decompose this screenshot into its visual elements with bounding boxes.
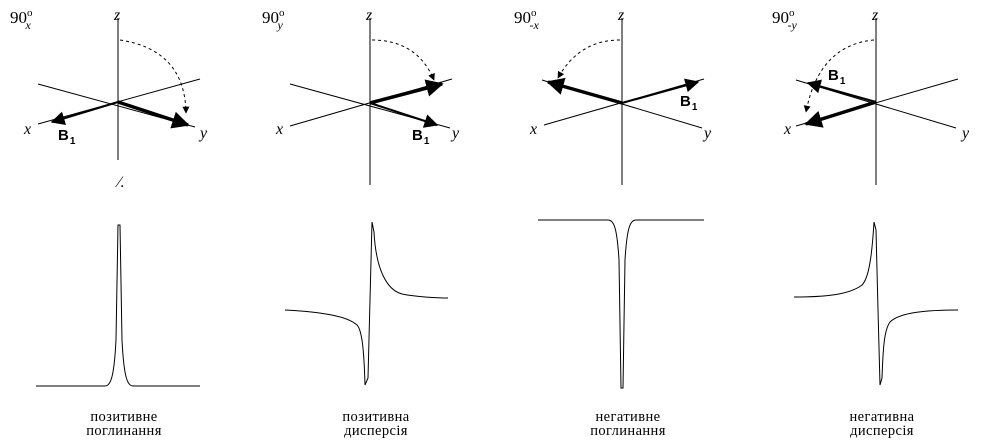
b1-field-arrow <box>369 102 439 128</box>
spectrum-negative-absorption <box>538 219 704 389</box>
caption-line-2: поглинання <box>86 423 162 439</box>
spectrum-negative-dispersion <box>793 221 959 386</box>
b1-label: B1 <box>58 127 76 147</box>
magnetization-arrow <box>117 100 190 129</box>
pulse-label: 90ox <box>10 7 33 32</box>
z-axis-label: z <box>872 7 879 24</box>
z-axis-label: z <box>114 7 121 24</box>
vector-diagram-3 <box>538 18 705 389</box>
spectrum-positive-absorption <box>36 224 200 387</box>
caption-line-1: позитивне <box>90 409 158 425</box>
caption-line-2: поглинання <box>590 423 666 439</box>
caption: позитивна дисперсія <box>252 409 500 439</box>
spectrum-positive-dispersion <box>284 221 449 386</box>
x-axis-label: x <box>276 121 284 138</box>
x-axis-label: x <box>530 121 538 138</box>
caption-line-1: негативне <box>595 409 661 425</box>
y-axis-label: y <box>200 125 208 142</box>
panel-negative-absorption: 90o-x z x y B1 негативне поглинання <box>504 0 752 447</box>
y-axis-label: y <box>452 125 460 142</box>
b1-field-arrow <box>50 101 119 126</box>
y-axis-label: y <box>962 125 970 142</box>
b1-label: B1 <box>680 93 698 113</box>
panel-positive-dispersion: 90oy z x y B1 позитивна дисперсія <box>252 0 500 447</box>
magnetization-arrow <box>804 100 877 128</box>
vector-diagram-1 <box>36 18 201 387</box>
magnetization-arrow <box>369 79 444 105</box>
panel-positive-absorption: 90ox z x y B1 ⁄. позитивне поглинання <box>0 0 248 447</box>
x-axis-label: x <box>784 121 792 138</box>
z-axis-label: z <box>618 7 625 24</box>
rotation-arc-dashed <box>557 39 621 79</box>
panel-negative-dispersion: 90o-y z x y B1 негативна дисперсія <box>744 0 992 447</box>
b1-label: B1 <box>828 67 846 87</box>
caption-line-2: дисперсія <box>344 423 408 439</box>
magnetization-arrow <box>546 77 623 105</box>
caption-line-1: негативна <box>849 409 915 425</box>
z-axis-label: z <box>366 7 373 24</box>
rotation-arc-dashed <box>119 39 190 114</box>
b1-label: B1 <box>412 127 430 147</box>
rotation-arc-dashed <box>371 39 435 81</box>
caption: негативне поглинання <box>504 409 752 439</box>
pulse-label: 90o-x <box>514 7 539 32</box>
caption-line-2: дисперсія <box>850 423 914 439</box>
stray-mark: ⁄. <box>118 174 125 191</box>
b1-field-arrow <box>806 79 877 103</box>
caption: позитивне поглинання <box>0 409 248 439</box>
x-axis-label: x <box>24 121 32 138</box>
caption: негативна дисперсія <box>758 409 992 439</box>
vector-diagram-4 <box>793 18 959 386</box>
caption-line-1: позитивна <box>342 409 410 425</box>
y-axis-label: y <box>704 125 712 142</box>
pulse-label: 90o-y <box>772 7 797 32</box>
b1-field-arrow <box>621 78 700 104</box>
vector-diagram-2 <box>284 18 453 386</box>
pulse-label: 90oy <box>262 7 285 32</box>
rotation-arc-dashed <box>803 39 875 113</box>
